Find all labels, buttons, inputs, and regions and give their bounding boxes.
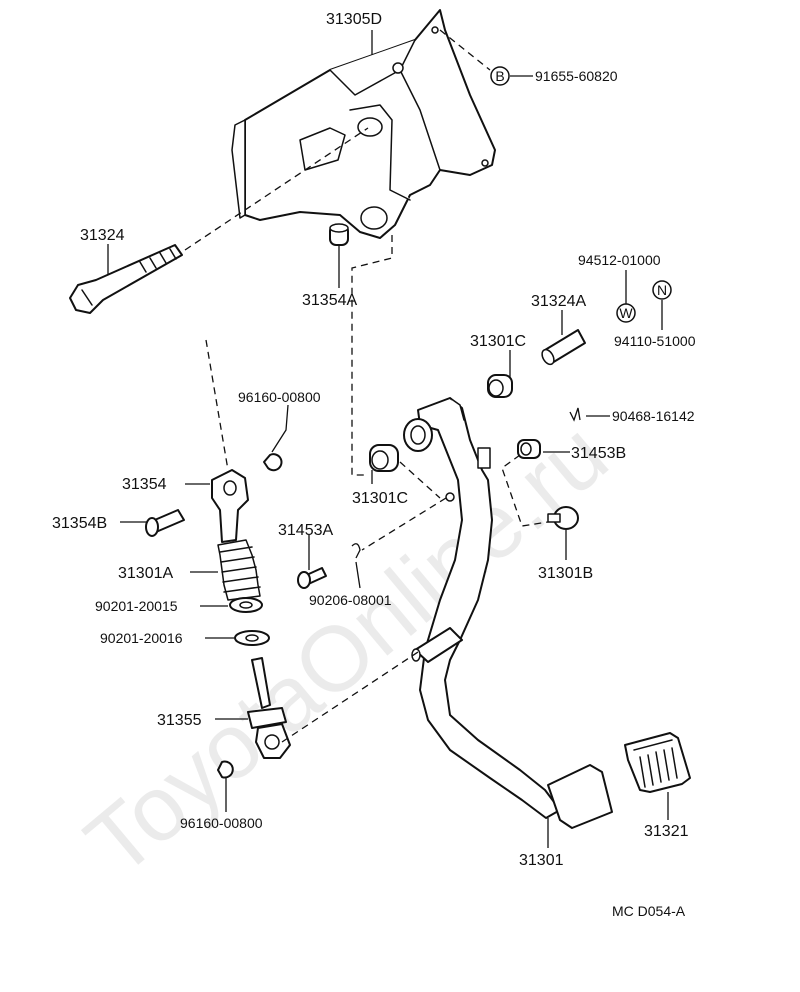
label-94110-51000: 94110-51000	[614, 333, 696, 349]
clutch-pedal	[403, 397, 613, 829]
label-90468-16142: 90468-16142	[612, 408, 695, 424]
svg-text:N: N	[657, 282, 667, 298]
label-91655-60820: 91655-60820	[535, 68, 618, 84]
diagram-code: MC D054-A	[612, 903, 686, 919]
stopper-31301b	[547, 506, 579, 530]
part-labels: 31305D 91655-60820 31324 31354A 94512-01…	[52, 11, 696, 919]
label-31324: 31324	[80, 227, 125, 244]
label-31354b: 31354B	[52, 515, 107, 532]
label-31453b: 31453B	[571, 445, 626, 462]
spring-clip	[569, 407, 581, 422]
label-31354: 31354	[122, 476, 167, 493]
collar-pin	[541, 329, 586, 366]
label-90206-08001: 90206-08001	[309, 592, 392, 608]
label-31301a: 31301A	[118, 565, 173, 582]
cushion-31453b	[517, 439, 541, 459]
label-31324a: 31324A	[531, 293, 586, 310]
clevis-assembly	[211, 469, 270, 646]
washer-w-symbol: W	[616, 303, 636, 323]
bushing-31301c-upper	[487, 374, 513, 398]
svg-text:W: W	[619, 305, 633, 321]
label-31301b: 31301B	[538, 565, 593, 582]
e-clip-upper	[263, 453, 283, 472]
nut-b-symbol: B	[490, 66, 510, 86]
label-31453a: 31453A	[278, 522, 333, 539]
bushing-31301c-main	[369, 444, 399, 472]
cushion-31453a	[297, 567, 327, 589]
label-31301c-upper: 31301C	[470, 333, 526, 350]
label-31355: 31355	[157, 712, 202, 729]
label-31301c-main: 31301C	[352, 490, 408, 507]
clevis-pin	[145, 509, 185, 537]
label-31301: 31301	[519, 852, 564, 869]
label-94512-01000: 94512-01000	[578, 252, 661, 268]
pivot-bolt	[69, 244, 183, 314]
label-90201-20016: 90201-20016	[100, 630, 183, 646]
nut-n-symbol: N	[652, 280, 672, 300]
bushing-31354a	[329, 223, 349, 246]
label-31321: 31321	[644, 823, 689, 840]
cotter-pin	[351, 543, 361, 559]
label-96160-00800-upper: 96160-00800	[238, 389, 321, 405]
label-96160-00800-lower: 96160-00800	[180, 815, 263, 831]
e-clip-lower	[217, 760, 234, 779]
label-31354a: 31354A	[302, 292, 357, 309]
pedal-bracket	[231, 9, 496, 239]
label-31305d: 31305D	[326, 11, 382, 28]
push-rod	[247, 657, 291, 759]
pedal-pad	[624, 732, 691, 793]
svg-text:B: B	[495, 68, 504, 84]
assembly-lines	[184, 29, 549, 743]
label-90201-20015: 90201-20015	[95, 598, 178, 614]
leader-lines	[107, 30, 669, 848]
